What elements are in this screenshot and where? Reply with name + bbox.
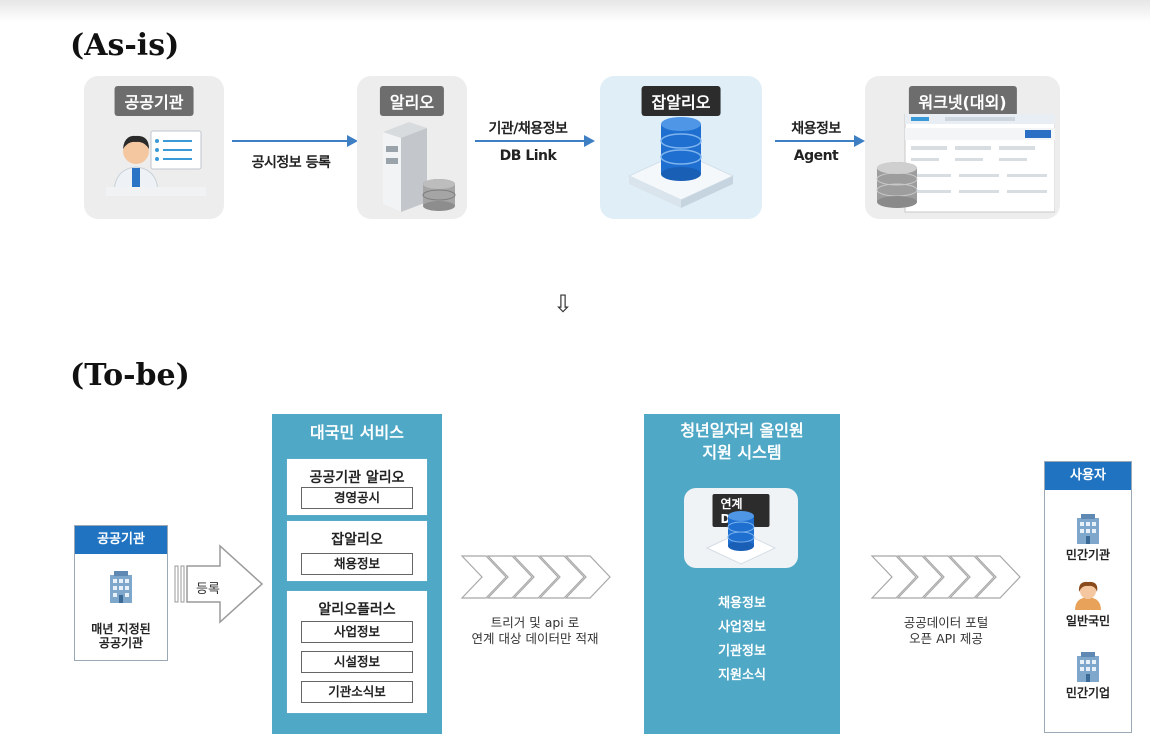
to-be-title: (To-be) xyxy=(70,358,190,393)
item-agency-news: 기관소식보 xyxy=(301,681,413,703)
linked-db-icon xyxy=(705,511,777,565)
flow-label-db-link: DB Link xyxy=(499,148,557,164)
designated-agencies-caption: 매년 지정된 공공기관 xyxy=(91,622,151,650)
as-is-card-public-agency: 공공기관 xyxy=(84,76,224,219)
chevron-arrows-2-icon xyxy=(870,555,1021,599)
flow-arrow-3 xyxy=(775,135,865,147)
system-item-support-news: 지원소식 xyxy=(718,668,766,683)
group-title-alio-plus: 알리오플러스 xyxy=(318,602,396,618)
as-is-card-alio: 알리오 xyxy=(357,76,467,219)
chevron-arrows-icon xyxy=(460,555,611,599)
user-private-agency: 민간기관 xyxy=(1065,548,1111,562)
system-item-agency: 기관정보 xyxy=(718,644,766,659)
user-private-company: 민간기업 xyxy=(1065,686,1111,700)
linked-db-card: 연계DB xyxy=(684,488,798,568)
system-item-business: 사업정보 xyxy=(718,620,766,635)
flow-label-agent: Agent xyxy=(793,148,839,164)
group-job-alio: 잡알리오 채용정보 xyxy=(286,520,428,582)
group-public-alio: 공공기관 알리오 경영공시 xyxy=(286,458,428,516)
system-item-recruit: 채용정보 xyxy=(718,596,766,611)
youth-job-system-box: 청년일자리 올인원 지원 시스템 연계DB 채용정보 사업정보 기관정보 지원소… xyxy=(644,414,840,734)
register-label: 등록 xyxy=(196,582,220,597)
group-title-public-alio: 공공기관 알리오 xyxy=(309,470,405,486)
users-header: 사용자 xyxy=(1045,462,1131,490)
item-facility-info: 시설정보 xyxy=(301,651,413,673)
worknet-screen-icon xyxy=(876,114,1055,213)
card-label-alio: 알리오 xyxy=(379,86,445,116)
trigger-api-caption: 트리거 및 api 로 연계 대상 데이터만 적재 xyxy=(471,615,599,646)
private-company-building-icon xyxy=(1077,652,1099,682)
flow-label-public-disclosure: 공시정보 등록 xyxy=(251,155,331,171)
open-api-caption: 공공데이터 포털 오픈 API 제공 xyxy=(903,615,989,646)
item-business-info: 사업정보 xyxy=(301,621,413,643)
card-label-job-alio: 잡알리오 xyxy=(641,86,721,116)
card-label-worknet: 워크넷(대외) xyxy=(908,86,1017,116)
flow-arrow-1 xyxy=(232,135,358,147)
group-title-job-alio: 잡알리오 xyxy=(331,532,383,548)
server-icon xyxy=(383,122,456,212)
building-icon xyxy=(110,571,132,603)
public-service-box: 대국민 서비스 공공기관 알리오 경영공시 잡알리오 채용정보 알리오플러스 사… xyxy=(272,414,442,734)
officer-icon xyxy=(106,130,206,196)
group-alio-plus: 알리오플러스 사업정보 시설정보 기관소식보 xyxy=(286,590,428,714)
citizen-person-icon xyxy=(1075,581,1101,610)
flow-arrow-2 xyxy=(475,135,595,147)
flow-label-recruit-info: 채용정보 xyxy=(791,121,841,137)
item-recruit-info: 채용정보 xyxy=(301,553,413,575)
top-shade xyxy=(0,0,1150,22)
card-label-public-agency: 공공기관 xyxy=(114,86,194,116)
public-agency-header: 공공기관 xyxy=(75,526,167,554)
user-general-public: 일반국민 xyxy=(1065,614,1111,628)
as-is-card-worknet: 워크넷(대외) xyxy=(865,76,1060,219)
public-agency-box: 공공기관 매년 지정된 공공기관 xyxy=(74,525,168,661)
private-agency-building-icon xyxy=(1077,514,1099,544)
users-box: 사용자 민간기관 일반국민 민간기업 xyxy=(1044,461,1132,733)
register-arrow-icon xyxy=(174,544,264,624)
item-management-disclosure: 경영공시 xyxy=(301,487,413,509)
flow-label-agency-recruit: 기관/채용정보 xyxy=(488,121,568,137)
database-icon xyxy=(627,117,735,208)
system-info-list: 채용정보 사업정보 기관정보 지원소식 xyxy=(644,592,840,688)
public-service-title: 대국민 서비스 xyxy=(310,423,404,442)
as-is-title: (As-is) xyxy=(70,28,180,63)
youth-job-system-title: 청년일자리 올인원 지원 시스템 xyxy=(680,421,804,462)
as-is-card-job-alio: 잡알리오 xyxy=(600,76,762,219)
transition-down-arrow-icon: ⇩ xyxy=(553,290,574,318)
